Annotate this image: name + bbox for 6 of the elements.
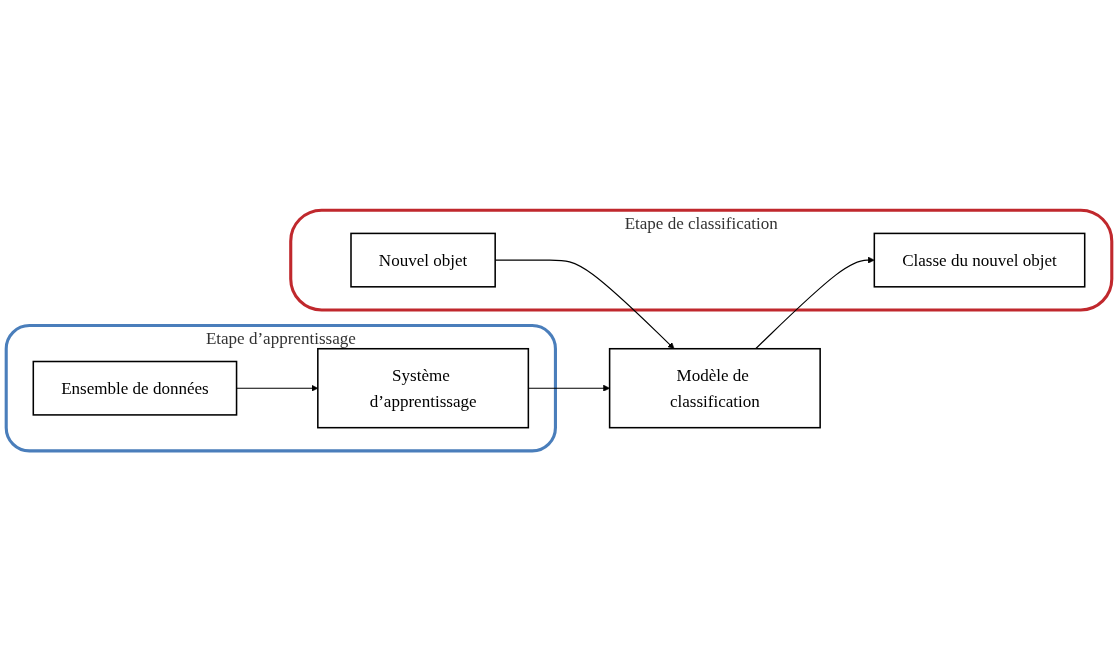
arrow bbox=[755, 256, 875, 350]
node-box: Système d’apprentissage bbox=[317, 347, 530, 429]
node-box: Classe du nouvel objet bbox=[873, 232, 1086, 288]
node-box: Modèle de classification bbox=[608, 347, 821, 429]
node-box: Nouvel objet bbox=[350, 232, 496, 288]
node-box: Ensemble de données bbox=[32, 360, 238, 416]
